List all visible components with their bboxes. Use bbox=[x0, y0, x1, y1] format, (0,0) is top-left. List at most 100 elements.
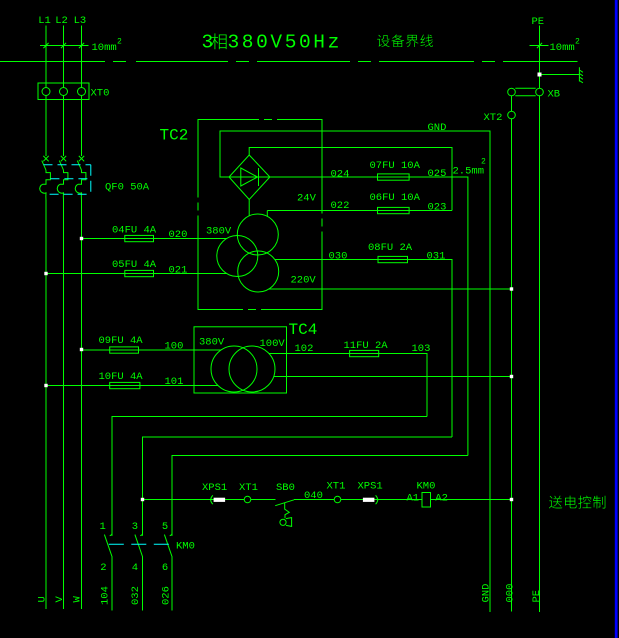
label-wire-104: 104 bbox=[100, 586, 112, 605]
route-to-contact3 bbox=[142, 436, 452, 536]
title-prefix: 3 bbox=[202, 32, 216, 54]
junction-dot bbox=[509, 374, 514, 379]
connector-xps1-right-pin bbox=[362, 497, 375, 502]
tc4-enclosure bbox=[193, 326, 287, 394]
fuses bbox=[109, 173, 410, 390]
junction-dot bbox=[79, 236, 84, 241]
label-km0-main: KM0 bbox=[176, 541, 195, 553]
label-tc2-380v: 380V bbox=[206, 226, 232, 238]
contact-blade-3 bbox=[163, 534, 173, 611]
label-fuse-06: 06FU 10A bbox=[370, 192, 421, 204]
rectifier-diode bbox=[229, 167, 270, 187]
connector-xps1-left-pin bbox=[213, 497, 226, 502]
viewport-frame-line bbox=[614, 0, 618, 638]
label-dim-left-sup: 2 bbox=[117, 38, 122, 47]
terminal-xt1-left bbox=[243, 495, 252, 504]
tc4-winding-100v bbox=[228, 345, 276, 393]
breaker-terminal-mark-3 bbox=[78, 155, 85, 162]
junction-dot bbox=[509, 497, 514, 502]
dim-tick-3 bbox=[78, 42, 85, 49]
label-pole-3: 3 bbox=[132, 521, 138, 533]
label-sec-wire-sup: 2 bbox=[481, 158, 486, 167]
label-fuse-05: 05FU 4A bbox=[112, 259, 157, 271]
label-pole-2: 2 bbox=[100, 562, 106, 574]
label-wire-000: 000 bbox=[505, 584, 517, 603]
connector-xps1-left bbox=[210, 494, 214, 505]
contact-blade-2 bbox=[134, 534, 143, 611]
label-wire-032: 032 bbox=[130, 586, 142, 605]
xt2-terminal bbox=[507, 110, 516, 120]
wire-030-031 bbox=[274, 259, 453, 437]
breaker-linkage bbox=[43, 164, 92, 195]
label-xb: XB bbox=[548, 89, 561, 101]
dim-tick-2 bbox=[60, 42, 67, 49]
label-fuse-10: 10FU 4A bbox=[99, 371, 144, 383]
label-xps1-left: XPS1 bbox=[202, 482, 227, 494]
label-qf0: QF0 50A bbox=[105, 182, 150, 194]
label-dim-right: 10mm bbox=[550, 42, 575, 54]
contact-hook-2 bbox=[140, 533, 143, 537]
boundary-label-glyph-0 bbox=[377, 34, 390, 48]
tc4-winding-380v bbox=[210, 345, 258, 393]
tc2-winding-380v bbox=[216, 235, 259, 277]
label-pole-5: 5 bbox=[162, 521, 168, 533]
title-suffix: 380V50Hz bbox=[228, 32, 342, 54]
boundary-label-glyph-1 bbox=[391, 34, 405, 48]
label-tc4-380v: 380V bbox=[199, 337, 225, 349]
label-fuse-11: 11FU 2A bbox=[344, 340, 389, 352]
label-a2: A2 bbox=[435, 493, 448, 505]
label-sb0: SB0 bbox=[276, 482, 295, 494]
route-to-contact5 bbox=[171, 455, 468, 536]
terminal-circles bbox=[41, 87, 544, 120]
wire-024-025 bbox=[269, 176, 469, 456]
control-caption-glyph-2 bbox=[578, 495, 592, 509]
sb0-mushroom-head bbox=[279, 518, 287, 526]
breaker-pole-2 bbox=[56, 160, 69, 201]
label-phase-u: U bbox=[37, 596, 49, 602]
label-xt1-right: XT1 bbox=[327, 481, 346, 493]
dim-tick-1 bbox=[43, 42, 49, 49]
title-xiang-glyph bbox=[211, 33, 227, 50]
terminal-block-xt0 bbox=[37, 82, 90, 100]
control-components bbox=[210, 492, 431, 527]
contact-blade-1 bbox=[103, 534, 113, 611]
fuse-09fu bbox=[109, 346, 139, 354]
label-l2: L2 bbox=[55, 15, 68, 27]
fuse-11fu bbox=[349, 349, 380, 358]
label-tc2: TC2 bbox=[160, 127, 189, 145]
label-wire-031: 031 bbox=[427, 251, 446, 263]
label-wire-020: 020 bbox=[169, 229, 188, 241]
label-pe-top: PE bbox=[532, 16, 545, 28]
control-caption-glyph-1 bbox=[565, 495, 577, 509]
fuse-04fu bbox=[124, 234, 155, 243]
label-xps1-right: XPS1 bbox=[358, 481, 383, 493]
label-wire-101: 101 bbox=[165, 376, 184, 388]
breaker-terminal-mark-2 bbox=[60, 155, 67, 162]
label-xt0: XT0 bbox=[91, 88, 110, 100]
label-fuse-08: 08FU 2A bbox=[368, 242, 413, 254]
control-caption-glyph-3 bbox=[593, 495, 606, 509]
gnd-wire bbox=[219, 130, 491, 612]
fuse-05fu bbox=[124, 269, 155, 278]
fuse-08fu bbox=[377, 255, 408, 264]
breaker-pole-1 bbox=[39, 160, 51, 201]
wire-022-023 bbox=[266, 210, 452, 217]
label-dim-right-sup: 2 bbox=[575, 38, 580, 47]
contactor-km0-contacts bbox=[103, 533, 173, 611]
xb-terminal-right bbox=[535, 87, 544, 97]
contact-hook-3 bbox=[169, 533, 173, 537]
label-wire-025: 025 bbox=[428, 168, 447, 180]
tc2-winding-24v bbox=[236, 213, 279, 256]
junction-dots bbox=[44, 72, 542, 502]
cjk-glyphs: 3相380V50Hz 设备界线 送电控制 bbox=[211, 33, 606, 509]
label-fuse-04: 04FU 4A bbox=[112, 224, 157, 236]
breaker-qf0 bbox=[39, 155, 87, 201]
boundary-label-glyph-3 bbox=[420, 34, 433, 47]
label-pe-bottom: PE bbox=[531, 590, 543, 603]
label-l3: L3 bbox=[74, 15, 87, 27]
junction-dot bbox=[44, 383, 48, 388]
junction-dot bbox=[140, 497, 145, 502]
fuse-10fu bbox=[109, 381, 141, 390]
grip-marker bbox=[537, 72, 542, 77]
